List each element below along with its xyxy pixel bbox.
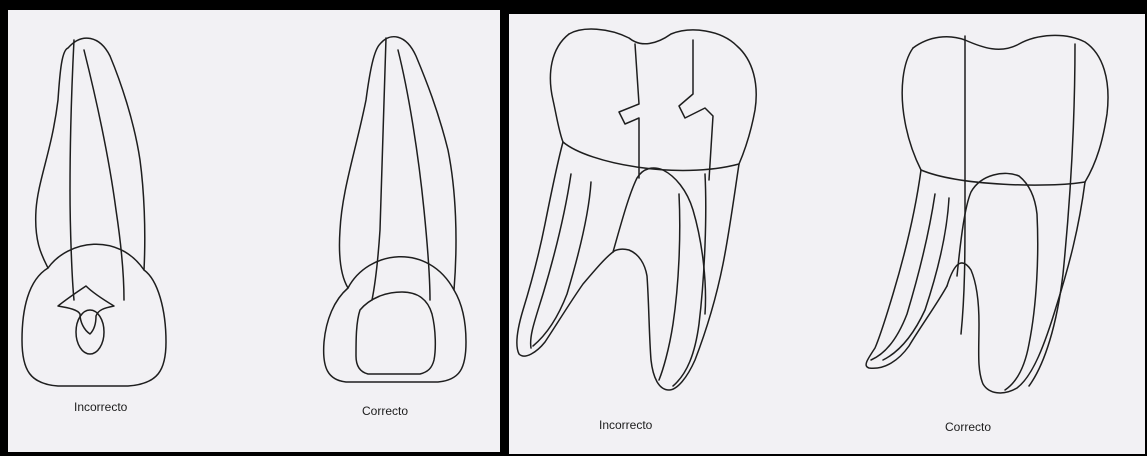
anterior-tooth-incorrect	[22, 38, 166, 386]
inner-root-line	[70, 40, 74, 300]
crown-left-side	[550, 34, 569, 142]
incorrect-access-cavity	[58, 286, 114, 334]
molar-correct	[866, 35, 1108, 393]
caption-correct: Correcto	[362, 404, 408, 418]
cej-arc	[348, 257, 454, 290]
correct-access-line	[961, 36, 965, 334]
inner-root-line	[84, 50, 124, 300]
incorrect-access-cavity	[679, 40, 713, 180]
correct-access-line	[1029, 44, 1075, 386]
caption-incorrect: Incorrecto	[74, 400, 127, 414]
molar-panel: Incorrecto Correcto	[509, 14, 1145, 454]
pulp-chamber	[957, 173, 1038, 390]
pulp-chamber	[613, 168, 706, 314]
cej-curve	[563, 142, 739, 170]
correct-access-cavity	[356, 292, 435, 374]
cej-arc	[48, 244, 144, 270]
incorrect-pulp-opening	[76, 310, 104, 354]
anterior-tooth-correct	[324, 37, 466, 382]
molar-drawing	[509, 14, 1145, 454]
tooth-outline	[324, 37, 466, 382]
molar-incorrect	[517, 29, 756, 390]
cej-curve	[921, 170, 1085, 185]
caption-incorrect: Incorrecto	[599, 418, 652, 432]
root-outline	[947, 182, 1085, 393]
anterior-tooth-drawing	[8, 10, 500, 452]
root-outline	[613, 164, 739, 390]
crown-outline	[569, 29, 756, 164]
root-canal-right	[659, 194, 680, 380]
incorrect-access-cavity	[619, 44, 639, 178]
anterior-tooth-panel: Incorrecto Correcto	[8, 10, 500, 452]
crown-left-side	[902, 48, 921, 170]
root-canal-left	[533, 182, 591, 346]
caption-correct: Correcto	[945, 420, 991, 434]
root-outline	[517, 142, 613, 356]
crown-outline	[913, 35, 1108, 182]
